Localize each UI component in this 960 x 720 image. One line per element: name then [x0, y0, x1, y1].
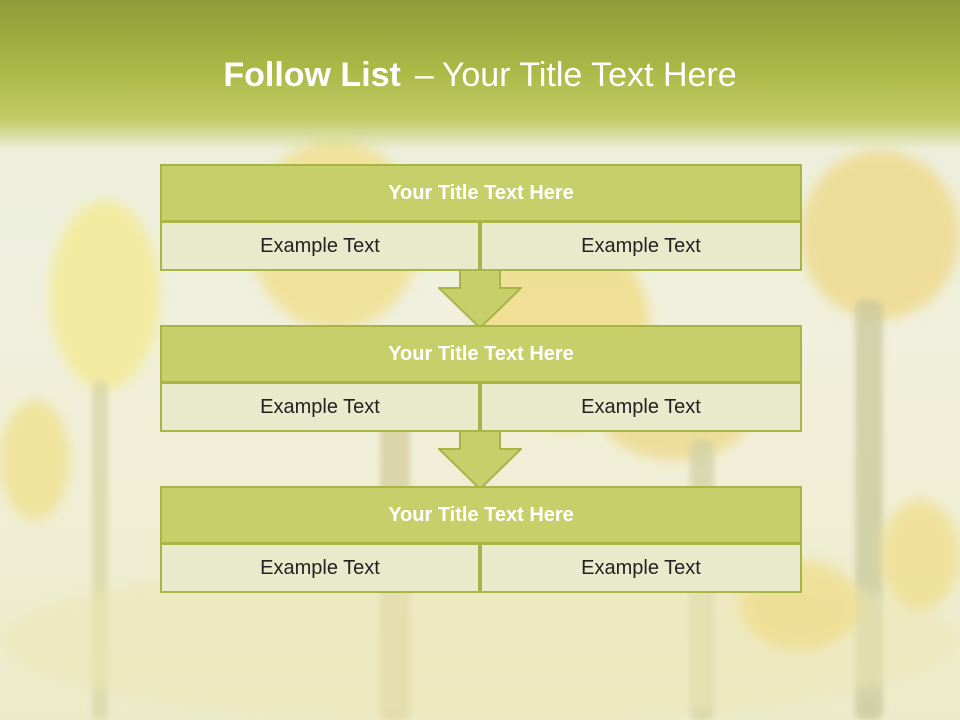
step-block-2: Your Title Text Here Example Text Exampl… — [160, 325, 802, 433]
step-cell-left: Example Text — [160, 382, 480, 432]
slide-title-dash: – — [414, 56, 434, 94]
step-title: Your Title Text Here — [160, 325, 802, 383]
step-cell-left: Example Text — [160, 221, 480, 271]
slide-title: Follow List–Your Title Text Here — [0, 56, 960, 95]
step-block-1: Your Title Text Here Example Text Exampl… — [160, 164, 802, 272]
slide-title-bold: Follow List — [223, 56, 401, 94]
slide-title-rest: Your Title Text Here — [441, 56, 737, 94]
step-title: Your Title Text Here — [160, 486, 802, 544]
step-cell-right: Example Text — [480, 543, 802, 593]
step-title: Your Title Text Here — [160, 164, 802, 222]
step-cell-right: Example Text — [480, 221, 802, 271]
step-block-3: Your Title Text Here Example Text Exampl… — [160, 486, 802, 594]
step-cell-left: Example Text — [160, 543, 480, 593]
header-band — [0, 0, 960, 150]
down-arrow-icon — [438, 431, 522, 491]
down-arrow-icon — [438, 270, 522, 330]
step-cell-right: Example Text — [480, 382, 802, 432]
